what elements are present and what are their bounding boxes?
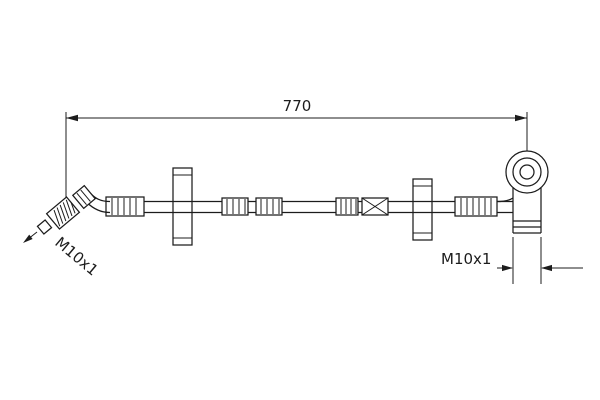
hose-body	[108, 200, 513, 214]
dim-arrow-left-icon	[541, 264, 552, 272]
crimp-collar-1	[105, 196, 145, 217]
dimension-arrow-left-icon	[66, 114, 78, 122]
mounting-bracket-1	[172, 167, 193, 246]
crimp-collar-3	[255, 197, 283, 216]
banjo-fitting	[496, 150, 549, 234]
right-thread-label: M10x1	[441, 250, 491, 268]
left-hex-nut	[45, 196, 81, 230]
crimp-collar-2	[221, 197, 249, 216]
left-crimp-collar	[71, 184, 97, 210]
dim-arrow-right-icon	[502, 264, 513, 272]
mounting-bracket-2	[412, 178, 433, 241]
left-leader-arrow-icon	[23, 234, 33, 243]
overall-length-dimension: 770	[65, 97, 528, 197]
right-thread-dimension: M10x1	[441, 237, 583, 284]
crimp-collar-5	[454, 196, 498, 217]
dimension-arrow-right-icon	[515, 114, 527, 122]
left-fitting-tip	[36, 219, 53, 235]
left-thread-label: M10x1	[51, 233, 101, 279]
hose-spring-guard	[361, 197, 389, 216]
crimp-collar-4	[335, 197, 359, 216]
left-fitting: M10x1	[23, 184, 111, 279]
overall-length-label: 770	[283, 97, 312, 115]
